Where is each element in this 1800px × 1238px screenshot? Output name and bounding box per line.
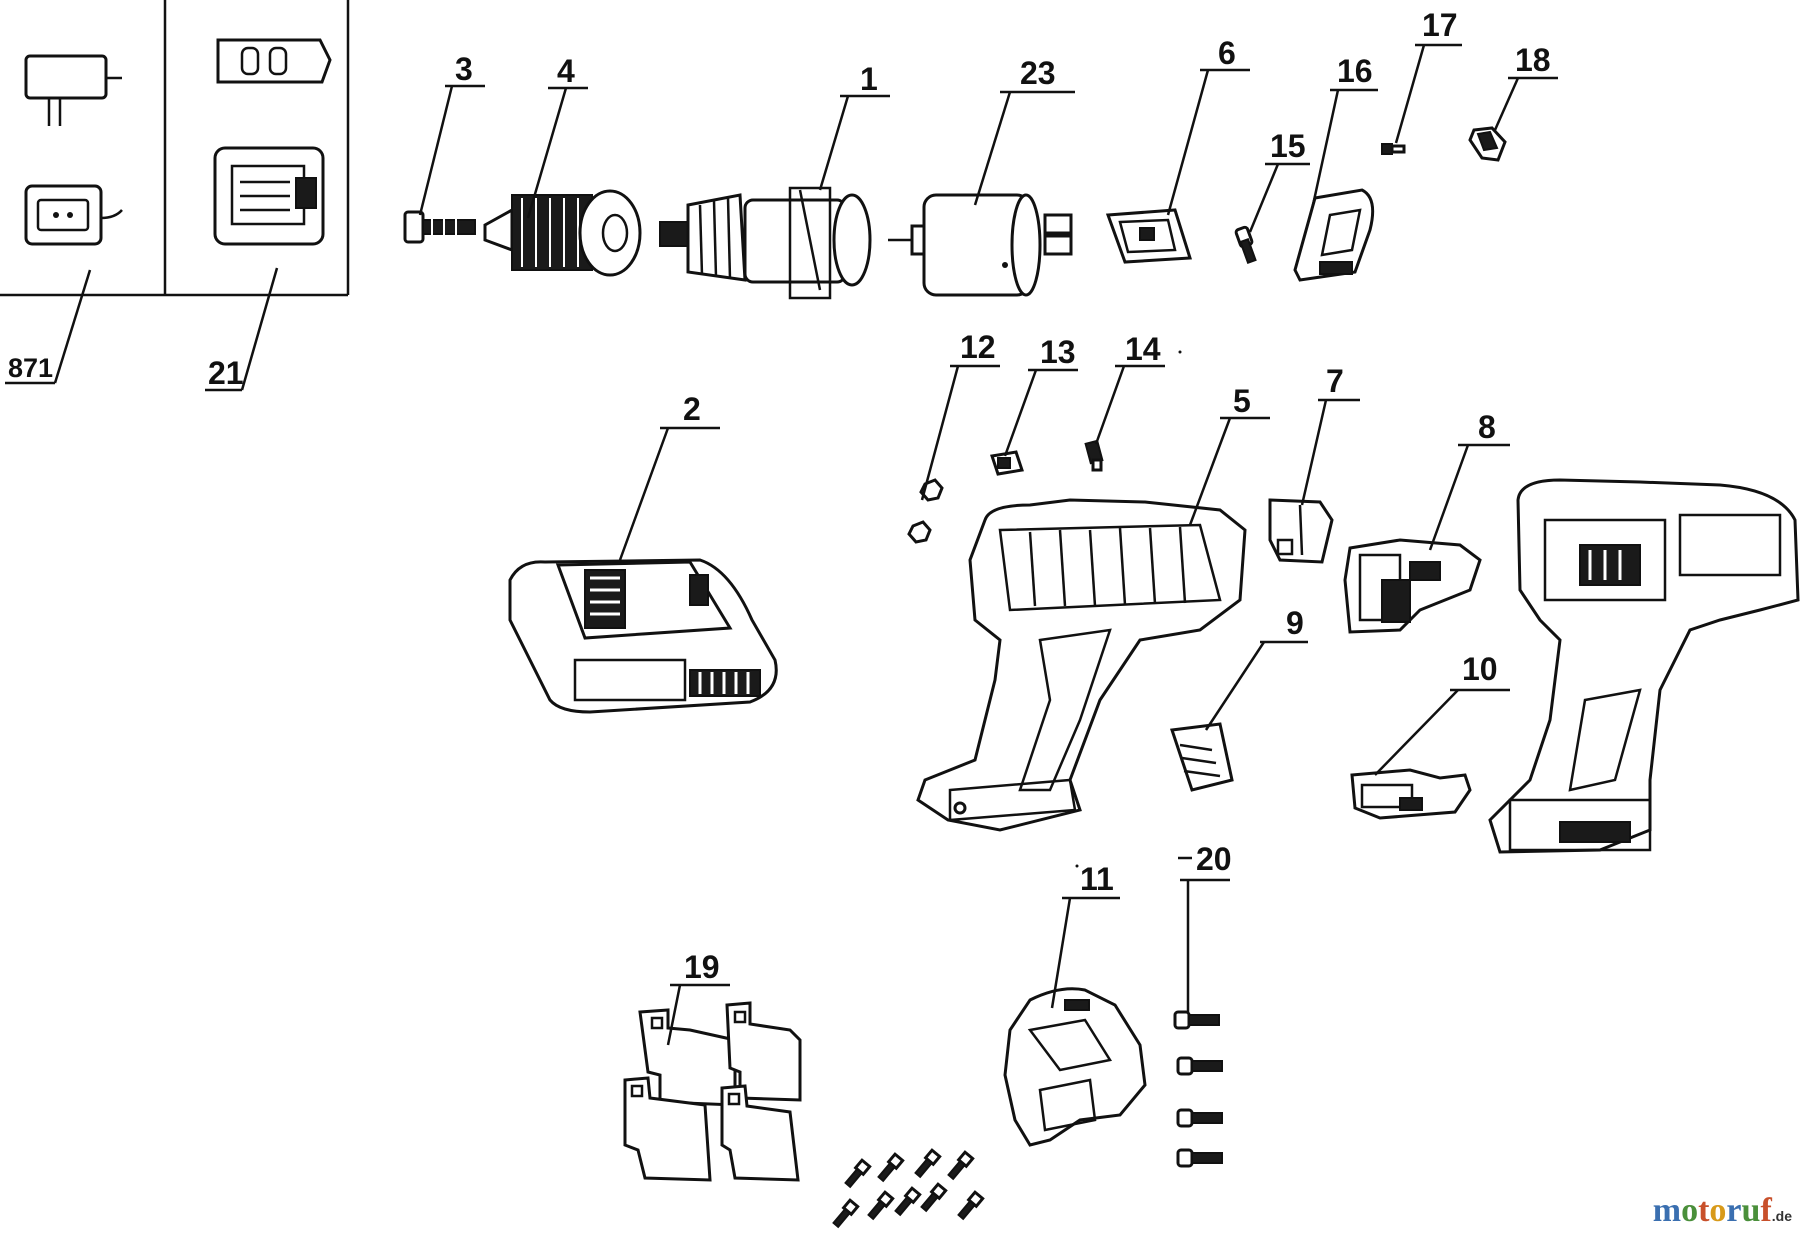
trigger-switch (1343, 538, 1482, 634)
label-7: 7 (1326, 363, 1344, 399)
label-19: 19 (684, 949, 720, 985)
battery-charger-base (213, 38, 332, 246)
label-6: 6 (1218, 35, 1236, 71)
speed-selector (1268, 498, 1334, 564)
label-23: 23 (1020, 55, 1056, 91)
led-lens (1468, 126, 1507, 162)
label-13: 13 (1040, 334, 1076, 370)
label-871: 871 (8, 353, 53, 383)
watermark-logo: motoruf.de (1653, 1192, 1792, 1230)
gearbox-cover (1003, 987, 1147, 1147)
direction-switch-plate (1105, 208, 1193, 264)
label-2: 2 (683, 391, 701, 427)
watermark-brand: motoruf (1653, 1192, 1772, 1229)
label-8: 8 (1478, 409, 1496, 445)
label-14: 14 (1125, 331, 1161, 367)
brush-plates (623, 1001, 802, 1182)
label-18: 18 (1515, 42, 1551, 78)
screws-20 (1173, 1010, 1223, 1168)
watermark-letter: o (1681, 1192, 1699, 1229)
battery-pack (508, 558, 778, 714)
watermark-letter: o (1709, 1192, 1727, 1229)
label-21: 21 (208, 355, 244, 391)
battery-terminal-block (1169, 722, 1234, 792)
charger-plug-adapter (24, 54, 123, 246)
battery-latch (1350, 768, 1472, 820)
screw-15 (1234, 225, 1257, 264)
motor (888, 193, 1073, 297)
motor-cover (1293, 188, 1375, 282)
label-12: 12 (960, 329, 996, 365)
assembled-drill (1488, 478, 1800, 854)
watermark-tld: .de (1771, 1208, 1792, 1224)
label-9: 9 (1286, 605, 1304, 641)
clip-13 (990, 450, 1024, 476)
label-3: 3 (455, 51, 473, 87)
watermark-letter: f (1760, 1192, 1772, 1229)
label-17: 17 (1422, 7, 1458, 43)
watermark-letter: m (1652, 1192, 1682, 1229)
label-16: 16 (1337, 53, 1373, 89)
screw-14 (1084, 439, 1104, 472)
label-20: 20 (1196, 841, 1232, 877)
label-10: 10 (1462, 651, 1498, 687)
loose-screws (832, 1148, 985, 1229)
label-1: 1 (860, 61, 878, 97)
label-5: 5 (1233, 383, 1251, 419)
label-4: 4 (557, 53, 575, 89)
accessories-box (0, 0, 350, 297)
label-11: 11 (1080, 861, 1114, 897)
housing-left-half (916, 498, 1247, 832)
hex-nuts (907, 478, 944, 544)
watermark-letter: r (1726, 1192, 1742, 1229)
watermark-letter: u (1741, 1192, 1761, 1229)
gearbox-assembly (659, 186, 872, 300)
watermark-letter: t (1698, 1192, 1710, 1229)
label-15: 15 (1270, 128, 1306, 164)
chuck-screw (403, 210, 476, 244)
keyless-chuck (483, 189, 642, 277)
screw-17 (1381, 143, 1406, 155)
